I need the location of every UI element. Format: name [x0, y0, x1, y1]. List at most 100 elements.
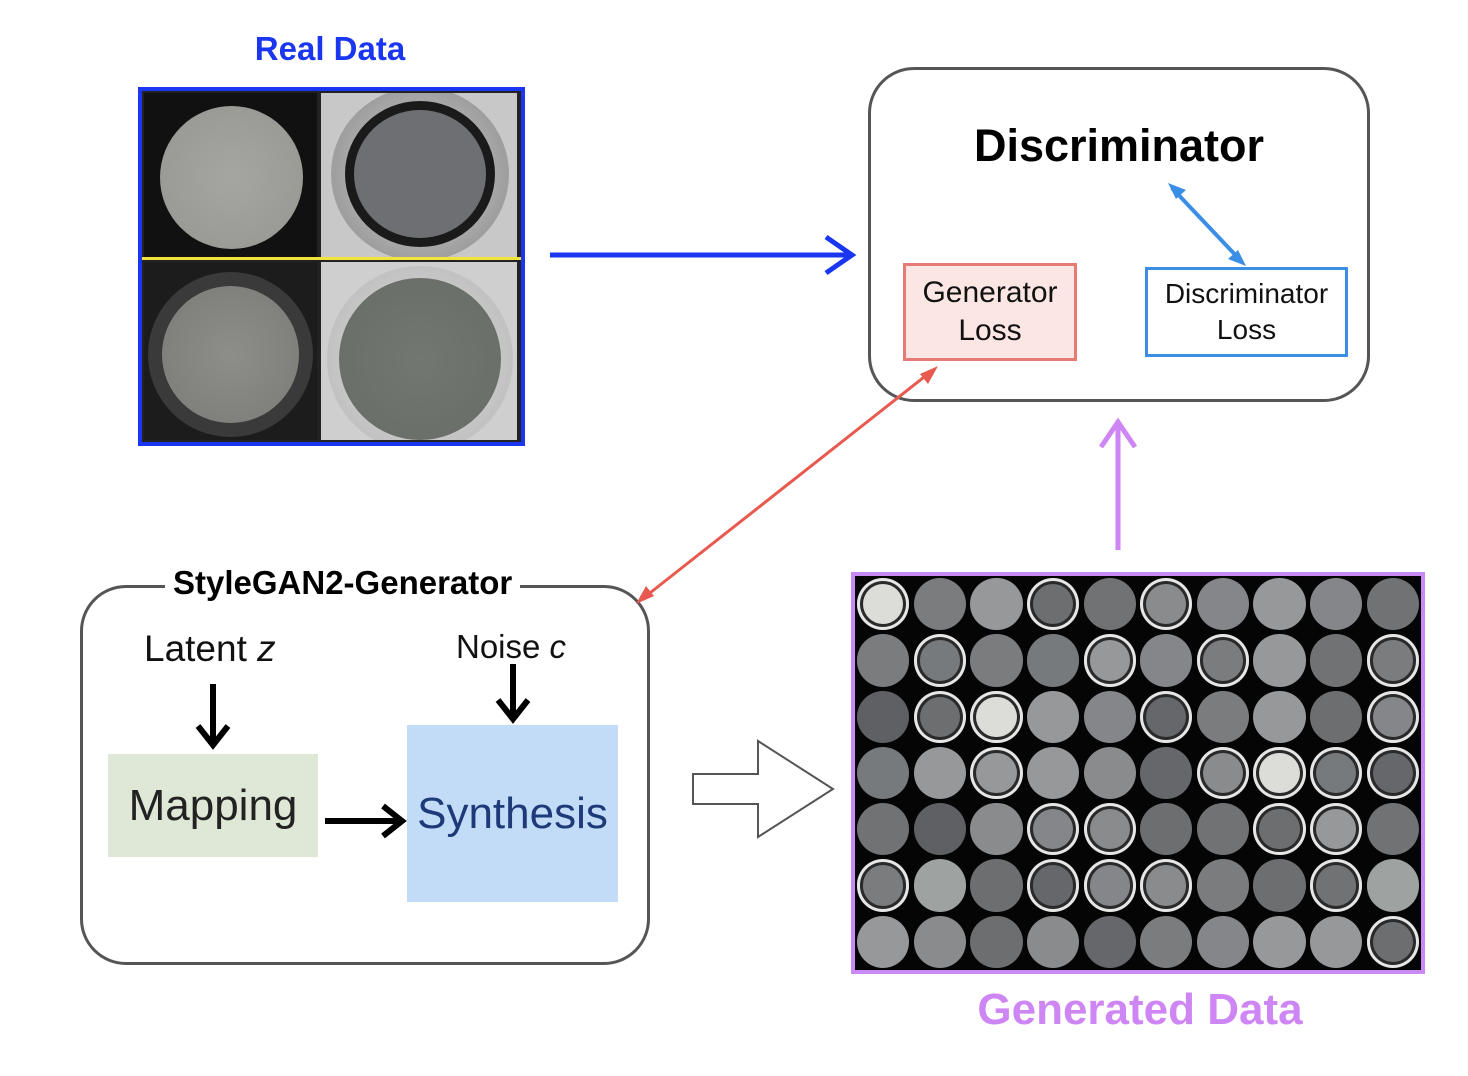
generated-sample-well — [1309, 746, 1363, 800]
noise-arrow — [495, 664, 531, 724]
mapping-block: Mapping — [108, 754, 318, 857]
generated-sample-well — [1253, 690, 1306, 743]
output-hollow-arrow — [692, 739, 835, 839]
generated-sample-well — [1083, 578, 1136, 631]
generated-sample-well — [1366, 634, 1419, 687]
generated-sample-well — [913, 746, 967, 800]
generated-sample-well — [970, 803, 1023, 856]
generated-sample-well — [1083, 746, 1136, 800]
generated-sample-well — [857, 578, 910, 631]
generated-sample-well — [1140, 634, 1193, 687]
latent-arrow — [195, 684, 231, 750]
generated-sample-well — [1366, 915, 1419, 968]
generated-sample-well — [857, 859, 910, 912]
generator-loss-label: Generator Loss — [922, 276, 1058, 347]
generated-sample-well — [1196, 634, 1250, 687]
generated-sample-well — [1196, 803, 1250, 856]
generated-sample-well — [1253, 803, 1306, 856]
generated-sample-well — [1083, 859, 1136, 912]
real-sample-4 — [321, 262, 517, 440]
discriminator-loss-arrow — [1168, 183, 1246, 266]
discriminator-title: Discriminator — [973, 120, 1265, 171]
generated-sample-well — [1196, 915, 1250, 968]
noise-label: Noise c — [456, 628, 566, 666]
generated-sample-well — [1366, 746, 1419, 800]
generator-title: StyleGAN2-Generator — [165, 564, 521, 602]
noise-variable: c — [549, 628, 567, 665]
generated-sample-well — [1083, 803, 1136, 856]
generated-sample-well — [1026, 915, 1080, 968]
generated-sample-well — [1196, 578, 1250, 631]
generated-sample-well — [1366, 803, 1419, 856]
generated-sample-well — [970, 859, 1023, 912]
generated-sample-well — [857, 634, 910, 687]
generated-sample-well — [1309, 915, 1363, 968]
generated-sample-well — [1140, 690, 1193, 743]
generated-sample-well — [913, 803, 967, 856]
generated-sample-well — [1253, 859, 1306, 912]
latent-text: Latent — [144, 628, 247, 669]
generated-sample-well — [1026, 746, 1080, 800]
generated-data-image — [851, 572, 1425, 974]
generated-sample-well — [1026, 803, 1080, 856]
generated-sample-well — [857, 746, 910, 800]
generated-sample-well — [913, 634, 967, 687]
generated-sample-well — [1309, 859, 1363, 912]
generated-sample-well — [913, 690, 967, 743]
generated-sample-well — [1026, 634, 1080, 687]
generated-sample-well — [970, 578, 1023, 631]
generated-sample-well — [1196, 746, 1250, 800]
generated-sample-well — [1083, 690, 1136, 743]
generated-sample-well — [1366, 578, 1419, 631]
generated-sample-well — [970, 746, 1023, 800]
generated-sample-well — [970, 634, 1023, 687]
generated-sample-well — [1253, 578, 1306, 631]
generated-data-title: Generated Data — [977, 985, 1303, 1034]
real-sample-1 — [144, 93, 317, 257]
generated-sample-well — [1366, 690, 1419, 743]
generated-sample-well — [913, 915, 967, 968]
generated-sample-well — [1253, 634, 1306, 687]
generated-sample-well — [913, 859, 967, 912]
generated-sample-well — [1196, 859, 1250, 912]
mapping-to-synthesis-arrow — [325, 803, 407, 839]
generated-sample-well — [970, 915, 1023, 968]
real-data-image — [138, 87, 525, 446]
generated-sample-well — [970, 690, 1023, 743]
generated-sample-well — [1026, 859, 1080, 912]
real-sample-2 — [321, 93, 517, 257]
generated-sample-well — [857, 803, 910, 856]
generated-sample-well — [1140, 746, 1193, 800]
synthesis-block: Synthesis — [407, 725, 618, 902]
mapping-label: Mapping — [128, 780, 298, 830]
generated-sample-well — [1309, 634, 1363, 687]
generated-sample-well — [1026, 690, 1080, 743]
generator-loss-box: Generator Loss — [903, 263, 1077, 361]
real-data-title: Real Data — [254, 30, 406, 67]
generated-sample-well — [1253, 915, 1306, 968]
generated-sample-well — [1253, 746, 1306, 800]
noise-text: Noise — [456, 628, 541, 665]
generated-sample-well — [913, 578, 967, 631]
synthesis-label: Synthesis — [417, 788, 608, 838]
latent-label: Latent z — [144, 628, 276, 670]
real-divider-line — [142, 257, 521, 260]
generated-sample-well — [857, 690, 910, 743]
generated-sample-well — [1309, 690, 1363, 743]
generated-sample-well — [1309, 578, 1363, 631]
generated-sample-well — [1140, 859, 1193, 912]
generated-sample-well — [1140, 578, 1193, 631]
generated-sample-well — [1026, 578, 1080, 631]
discriminator-loss-label: Discriminator Loss — [1164, 278, 1329, 345]
generated-sample-well — [1366, 859, 1419, 912]
discriminator-loss-box: Discriminator Loss — [1145, 267, 1348, 357]
generated-sample-well — [857, 915, 910, 968]
generated-sample-well — [1083, 634, 1136, 687]
generated-to-discriminator-arrow — [1098, 417, 1138, 550]
generated-sample-well — [1140, 803, 1193, 856]
latent-variable: z — [257, 628, 276, 669]
generated-sample-well — [1309, 803, 1363, 856]
real-sample-3 — [144, 262, 317, 440]
generated-sample-well — [1083, 915, 1136, 968]
